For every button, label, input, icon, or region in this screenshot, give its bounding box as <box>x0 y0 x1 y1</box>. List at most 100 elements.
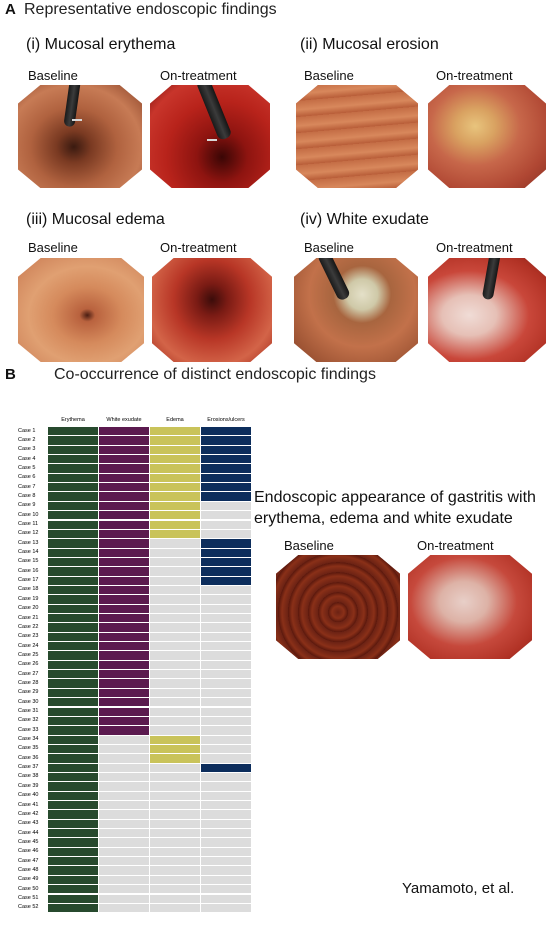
heatmap-cell <box>201 576 251 585</box>
side-treatment-image <box>408 555 532 659</box>
heatmap-cell <box>48 529 98 539</box>
heatmap-cell <box>99 511 149 520</box>
heatmap-cell <box>48 819 98 829</box>
heatmap-row-label: Case 6 <box>18 474 36 481</box>
heatmap-cell <box>201 903 251 913</box>
heatmap-cell <box>48 903 98 913</box>
heatmap-row-label: Case 47 <box>18 857 39 864</box>
heatmap-row-label: Case 26 <box>18 661 39 668</box>
heatmap-cell <box>150 716 200 726</box>
heatmap-cell <box>201 754 251 763</box>
erosion-treatment-label: On-treatment <box>436 68 513 83</box>
heatmap-cell <box>99 744 149 754</box>
heatmap-cell <box>150 744 200 754</box>
heatmap-cell <box>48 772 98 782</box>
heatmap-cell <box>48 557 98 567</box>
heatmap-cell <box>201 829 251 838</box>
heatmap-cell <box>201 772 251 782</box>
erosion-treatment-image <box>428 85 546 188</box>
heatmap-cell <box>201 763 251 772</box>
heatmap-cell <box>150 894 200 903</box>
heatmap-cell <box>150 576 200 585</box>
heatmap-cell <box>99 885 149 894</box>
heatmap-cell <box>99 894 149 903</box>
heatmap-cell <box>99 585 149 595</box>
heatmap-cell <box>201 679 251 688</box>
heatmap-row-label: Case 42 <box>18 810 39 817</box>
heatmap-cell <box>201 857 251 866</box>
heatmap-cell <box>201 557 251 567</box>
heatmap-cell <box>201 436 251 445</box>
heatmap-cell <box>201 501 251 511</box>
heatmap-cell <box>99 763 149 772</box>
heatmap-cell <box>48 801 98 810</box>
heatmap-cell <box>150 642 200 651</box>
heatmap-cell <box>150 791 200 800</box>
heatmap-row-label: Case 51 <box>18 895 39 901</box>
heatmap-cell <box>201 455 251 464</box>
heatmap-cell <box>99 903 149 913</box>
heatmap-cell <box>150 772 200 782</box>
heatmap-row-label: Case 8 <box>18 492 36 499</box>
heatmap-cell <box>48 623 98 632</box>
heatmap-cell <box>99 688 149 698</box>
heatmap-cell <box>48 754 98 763</box>
heatmap-cell <box>48 866 98 875</box>
heatmap-cell <box>48 520 98 529</box>
heatmap-cell <box>99 614 149 623</box>
heatmap-cell <box>201 885 251 894</box>
heatmap-row-label: Case 32 <box>18 717 39 724</box>
heatmap-cell <box>99 548 149 557</box>
erythema-treatment-image <box>150 85 270 188</box>
heatmap-cell <box>201 810 251 819</box>
heatmap-cell <box>99 754 149 763</box>
heatmap-cell <box>99 670 149 679</box>
heatmap-cell <box>150 679 200 688</box>
heatmap-cell <box>201 529 251 539</box>
panel-a-letter: A <box>5 1 16 18</box>
heatmap-cell <box>150 707 200 716</box>
exudate-baseline-image <box>294 258 418 362</box>
heatmap-row-label: Case 48 <box>18 866 39 873</box>
erosion-baseline-label: Baseline <box>304 68 354 83</box>
heatmap-cell <box>201 744 251 754</box>
heatmap-cell <box>99 632 149 642</box>
heatmap-cell <box>48 735 98 744</box>
heatmap-cell <box>48 679 98 688</box>
heatmap-row-label: Case 3 <box>18 446 36 453</box>
heatmap-cell <box>99 866 149 875</box>
heatmap-cell <box>99 642 149 651</box>
heatmap-cell <box>150 632 200 642</box>
heatmap-row-label: Case 13 <box>18 539 39 546</box>
heatmap-cell <box>99 857 149 866</box>
heatmap-row-label: Case 15 <box>18 558 39 565</box>
heatmap-cell <box>150 660 200 670</box>
heatmap-column-header: Erosions/ulcers <box>207 417 245 423</box>
panel-a-title: Representative endoscopic findings <box>24 1 277 18</box>
heatmap-cell <box>201 838 251 847</box>
heatmap-row-label: Case 43 <box>18 820 39 827</box>
heatmap-cell <box>150 782 200 791</box>
heatmap-row-label: Case 37 <box>18 764 39 771</box>
heatmap-cell <box>150 866 200 875</box>
author-credit: Yamamoto, et al. <box>402 880 515 897</box>
heatmap-cell <box>150 557 200 567</box>
heatmap-cell <box>150 838 200 847</box>
panel-b-letter: B <box>5 366 16 383</box>
heatmap-row-label: Case 33 <box>18 726 39 733</box>
heatmap-cell <box>201 464 251 473</box>
edema-baseline-label: Baseline <box>28 240 78 255</box>
heatmap-cell <box>150 548 200 557</box>
heatmap-cell <box>99 501 149 511</box>
heatmap-cell <box>150 595 200 604</box>
heatmap-cell <box>99 492 149 501</box>
finding-edema-title: (iii) Mucosal edema <box>26 211 165 228</box>
heatmap-cell <box>150 688 200 698</box>
heatmap-cell <box>150 819 200 829</box>
heatmap-cell <box>150 520 200 529</box>
heatmap-cell <box>48 501 98 511</box>
heatmap-row-label: Case 28 <box>18 679 39 686</box>
heatmap-cell <box>48 642 98 651</box>
heatmap-cell <box>150 698 200 707</box>
